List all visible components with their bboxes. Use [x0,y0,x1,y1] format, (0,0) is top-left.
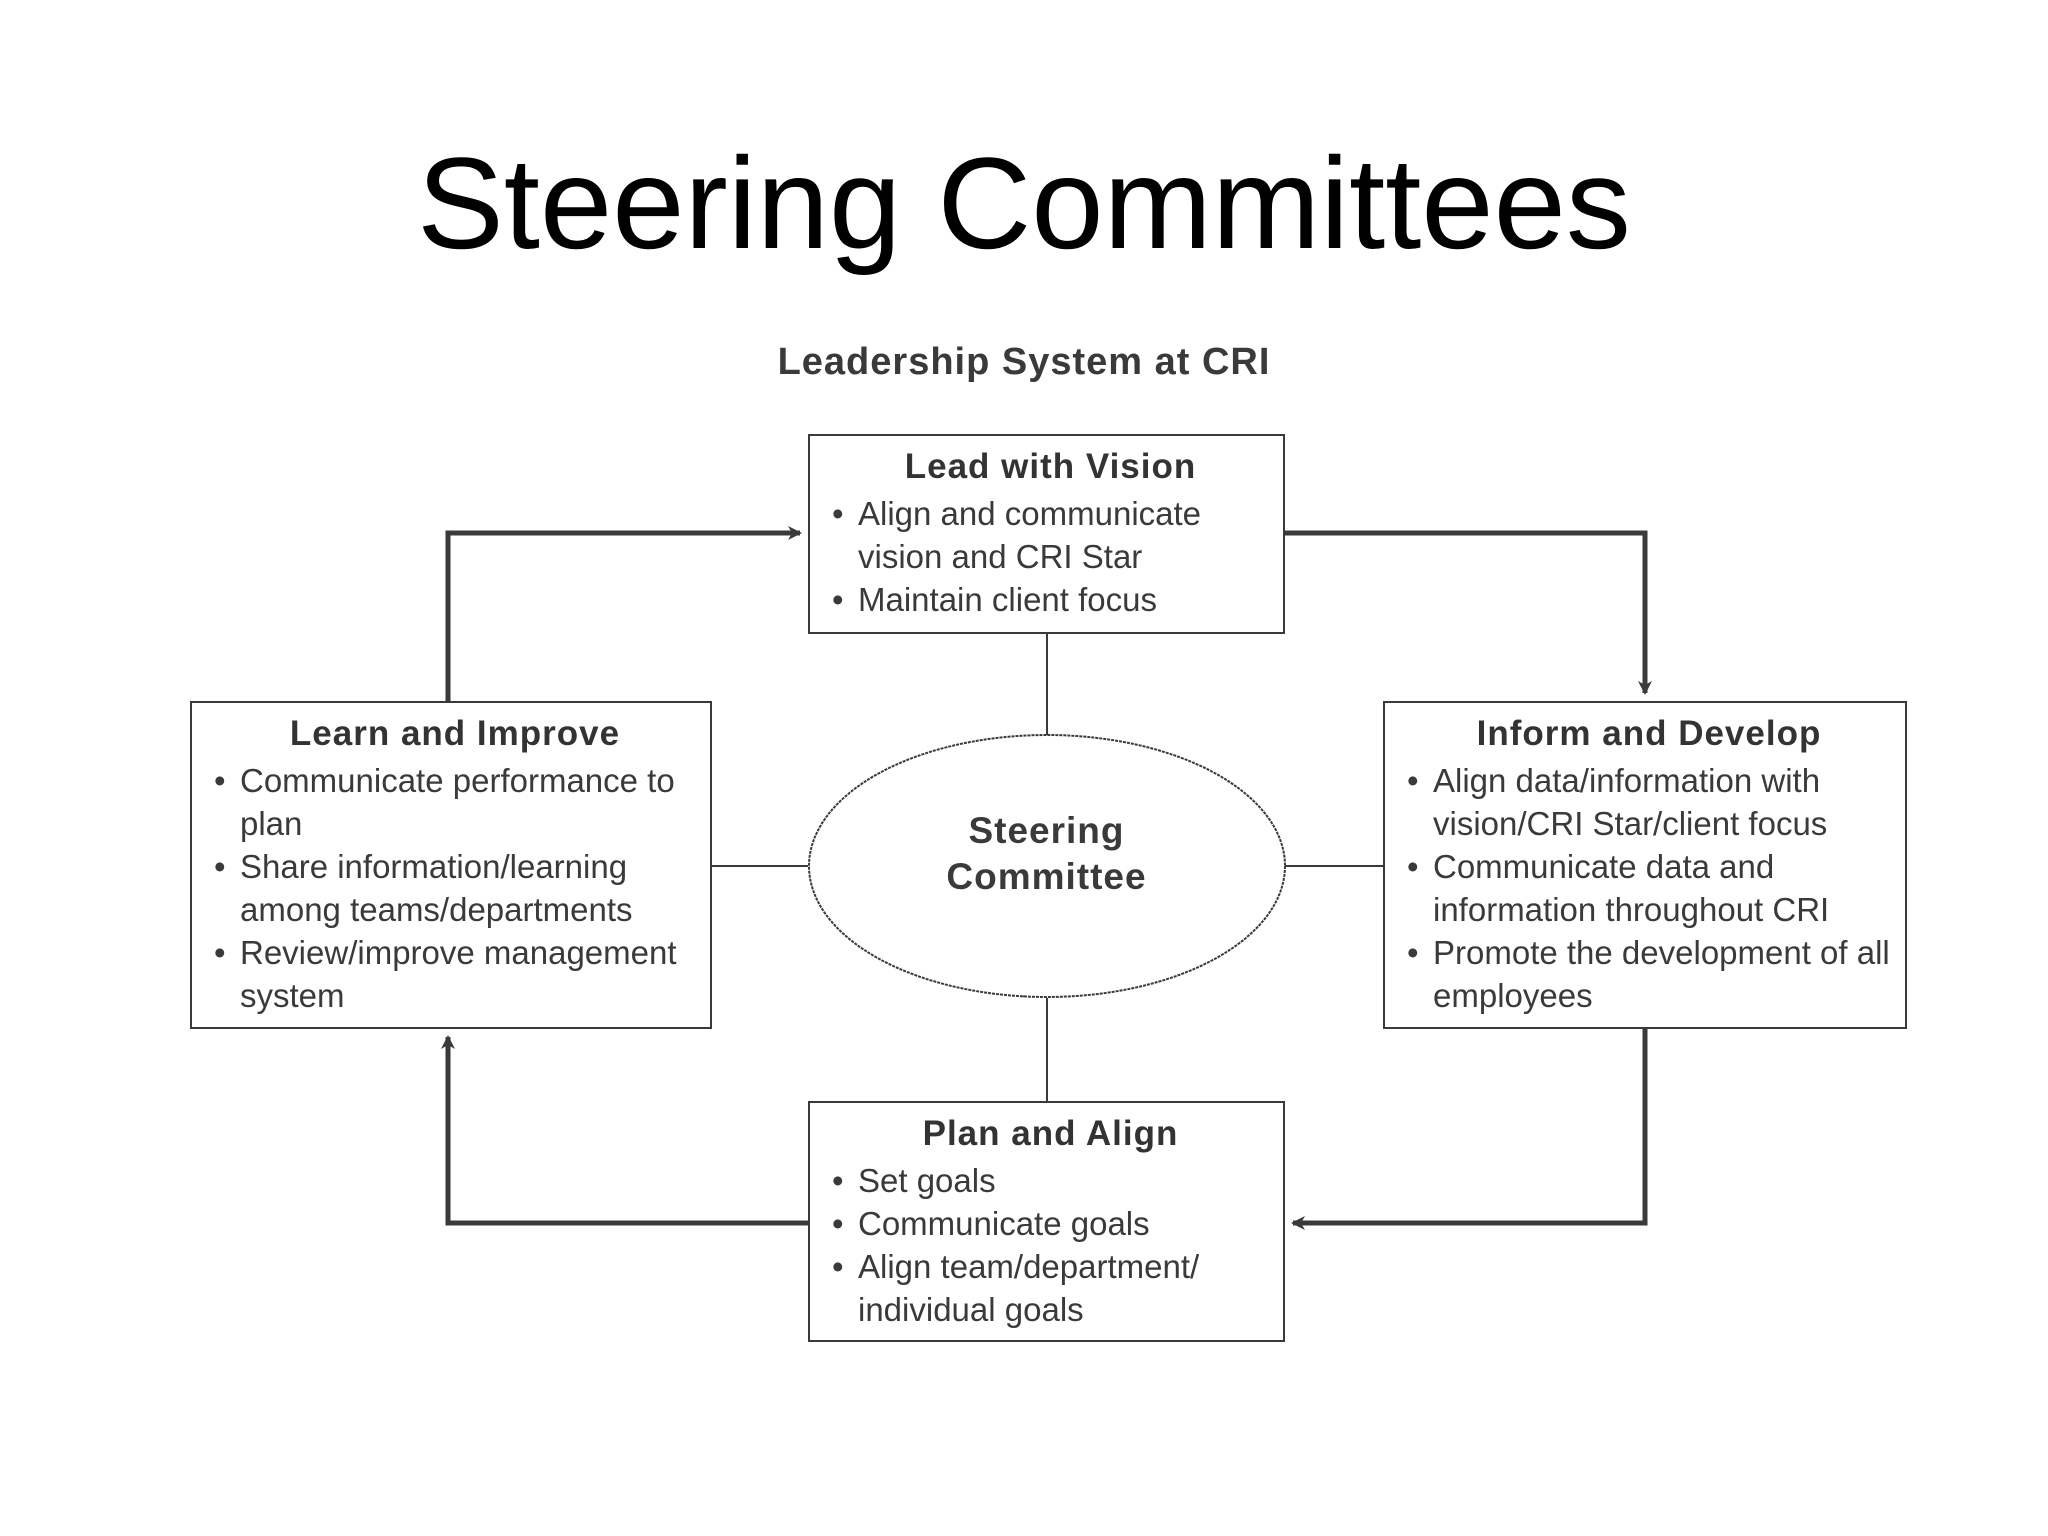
bullet-item: Align and communicate vision and CRI Sta… [832,492,1269,578]
learn-and-improve-box: Learn and Improve Communicate performanc… [190,701,712,1029]
arrow-lead-to-inform [1285,530,1652,695]
learn-and-improve-list: Communicate performance to plan Share in… [214,759,696,1017]
center-label-line1: Steering [968,810,1125,851]
steering-committee-ellipse [808,734,1286,998]
arrow-plan-to-learn [441,1035,808,1226]
bullet-item: Promote the development of all employees [1407,931,1891,1017]
arrow-learn-to-lead [445,526,802,701]
bullet-item: Review/improve management system [214,931,696,1017]
diagram-heading: Leadership System at CRI [777,341,1271,383]
learn-and-improve-title: Learn and Improve [289,714,621,753]
bullet-item: Align data/information with vision/CRI S… [1407,759,1891,845]
inform-and-develop-title: Inform and Develop [1476,714,1822,753]
steering-committee-label: Steering Committee [808,808,1285,900]
lead-with-vision-title: Lead with Vision [904,447,1197,486]
plan-and-align-list: Set goals Communicate goals Align team/d… [832,1159,1269,1331]
arrow-inform-to-plan [1291,1029,1648,1230]
bullet-item: Communicate performance to plan [214,759,696,845]
bullet-item: Communicate data and information through… [1407,845,1891,931]
plan-and-align-title: Plan and Align [922,1114,1179,1153]
bullet-item: Maintain client focus [832,578,1269,621]
plan-and-align-box: Plan and Align Set goals Communicate goa… [808,1101,1285,1342]
inform-and-develop-list: Align data/information with vision/CRI S… [1407,759,1891,1017]
bullet-item: Align team/department/ individual goals [832,1245,1269,1331]
bullet-item: Communicate goals [832,1202,1269,1245]
slide-title: Steering Committees [417,130,1631,276]
lead-with-vision-list: Align and communicate vision and CRI Sta… [832,492,1269,621]
center-label-line2: Committee [946,856,1147,897]
lead-with-vision-box: Lead with Vision Align and communicate v… [808,434,1285,634]
bullet-item: Share information/learning among teams/d… [214,845,696,931]
bullet-item: Set goals [832,1159,1269,1202]
inform-and-develop-box: Inform and Develop Align data/informatio… [1383,701,1907,1029]
